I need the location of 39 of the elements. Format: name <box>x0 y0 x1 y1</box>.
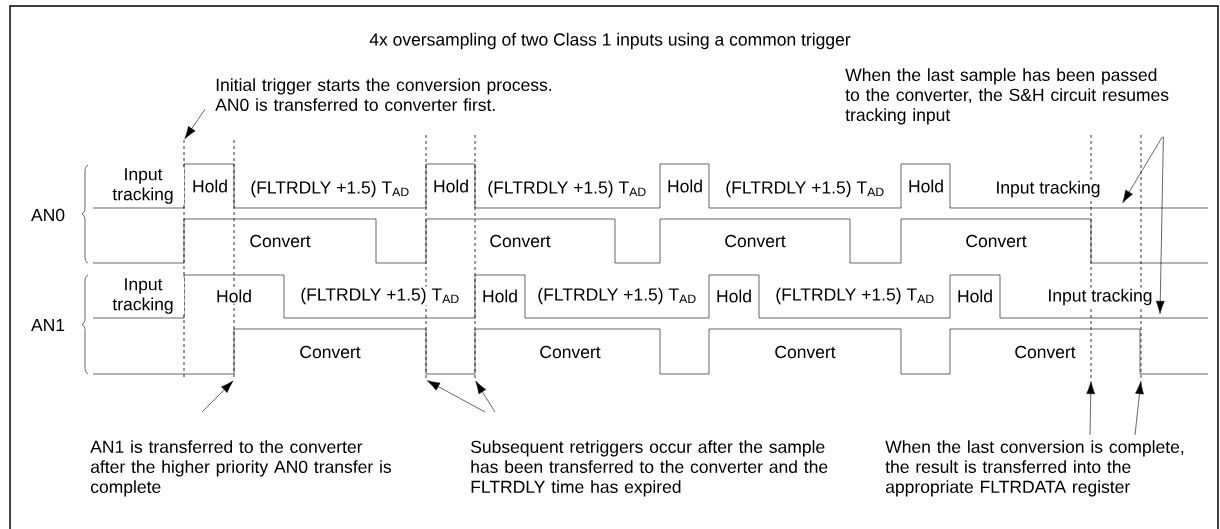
state-label: Input tracking <box>1046 287 1154 307</box>
arrow <box>475 380 496 413</box>
callout-text: Initial trigger starts the conversion process. AN0 is transferred to converter first. <box>215 78 552 112</box>
signal-name: AN1 <box>30 317 67 332</box>
callout-text: AN1 is transferred to the converter after the higher priority AN0 transfer is complete <box>90 440 392 497</box>
state-label: Input tracking <box>102 277 184 315</box>
state-label: Convert <box>773 344 837 360</box>
callout-text: Subsequent retriggers occur after the sample has been transferred to the converter and the FLTRDLY time has expired <box>471 440 828 497</box>
state-label: Input tracking <box>994 179 1102 199</box>
callout-text: When the last sample has been passed to the converter, the S&H circuit resumes tracking input <box>845 68 1169 125</box>
signal-line <box>999 317 1209 319</box>
arrow <box>1122 136 1163 204</box>
diagram-heading: 4x oversampling of two Class 1 inputs using a common trigger <box>368 31 852 51</box>
arrow <box>184 108 206 140</box>
state-label: Hold <box>191 178 229 194</box>
state-label: Convert <box>538 344 602 360</box>
arrow <box>1134 381 1144 436</box>
signal-line <box>949 207 1209 209</box>
arrow <box>426 380 486 413</box>
state-label: Hold <box>215 288 253 304</box>
state-label: Input tracking <box>102 167 184 205</box>
arrow <box>1086 381 1096 436</box>
arrow <box>1155 136 1165 314</box>
state-label: (FLTRDLY +1.5) T$_{AD}$ <box>249 179 411 199</box>
state-label: Hold <box>715 288 753 304</box>
arrow <box>201 380 234 413</box>
state-label: Hold <box>907 178 945 194</box>
state-label: Convert <box>1013 344 1077 360</box>
callout-text: When the last conversion is complete, the result is transferred into the appropriate FLTRDATA register <box>885 440 1184 497</box>
state-label: Convert <box>298 344 362 360</box>
state-label: Hold <box>666 178 704 194</box>
state-label: Convert <box>964 233 1028 249</box>
state-label: (FLTRDLY +1.5) T$_{AD}$ <box>536 286 698 306</box>
state-label: Convert <box>723 233 787 249</box>
state-label: (FLTRDLY +1.5) T$_{AD}$ <box>299 286 461 306</box>
signal-name: AN0 <box>30 207 67 223</box>
state-label: Hold <box>432 178 470 194</box>
state-label: Convert <box>488 233 552 249</box>
state-label: (FLTRDLY +1.5) T$_{AD}$ <box>774 286 936 306</box>
